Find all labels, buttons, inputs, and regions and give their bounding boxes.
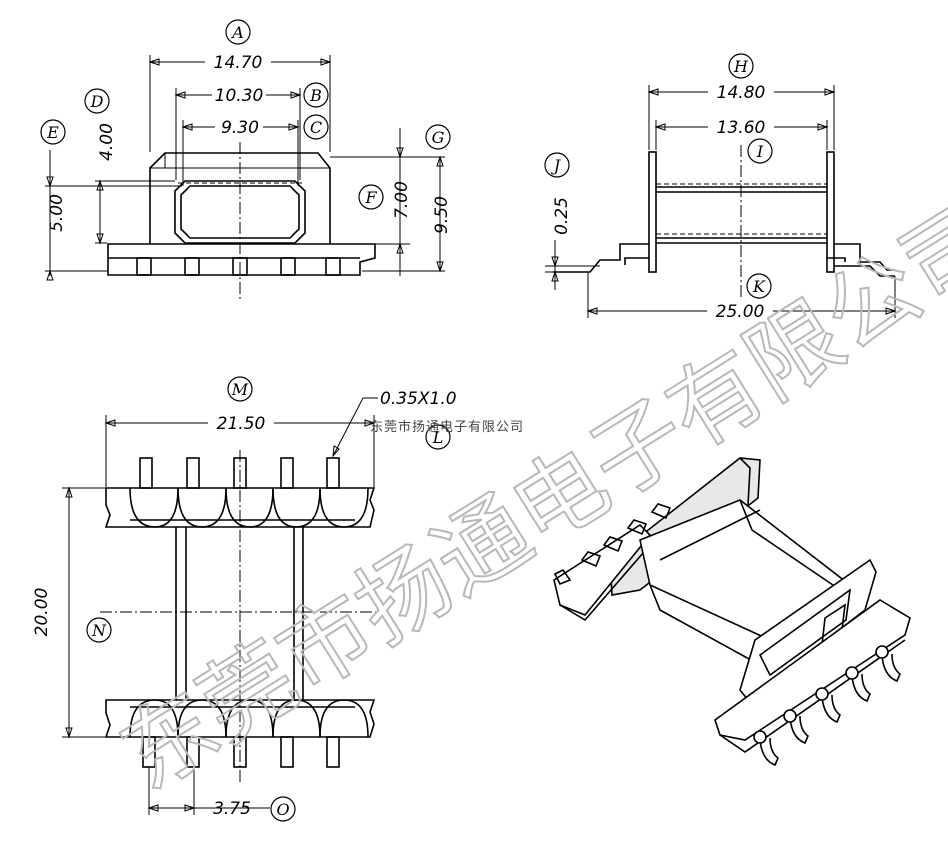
svg-text:K: K: [752, 277, 766, 296]
dim-N-text: 20.00: [32, 588, 52, 637]
dim-F-text: 7.00: [392, 181, 412, 219]
front-dimension-texts: 14.70 10.30 9.30 4.00 5.00 7.00 9.50: [47, 52, 452, 234]
svg-text:G: G: [432, 128, 445, 147]
callout-K: K: [746, 273, 772, 299]
svg-text:B: B: [309, 86, 322, 105]
watermark-small-text: 东莞市扬通电子有限公司: [370, 419, 524, 435]
svg-text:F: F: [364, 188, 377, 207]
callout-N: N: [86, 617, 112, 643]
dim-C-text: 9.30: [221, 118, 259, 138]
side-view: [545, 85, 897, 318]
dim-O-text: 3.75: [213, 799, 251, 819]
svg-text:O: O: [276, 800, 289, 819]
callout-labels: A B C D E F G H I J K L M N O: [40, 19, 773, 822]
top-dimension-texts: 21.50 0.35X1.0 20.00 3.75: [32, 389, 457, 819]
watermark-large-text: 东莞市扬通电子有限公司: [103, 184, 948, 811]
svg-text:J: J: [551, 156, 562, 175]
callout-E: E: [40, 119, 66, 145]
dim-I-text: 13.60: [717, 118, 766, 138]
svg-text:C: C: [310, 118, 322, 137]
callout-L: L: [425, 424, 451, 450]
dim-B-text: 10.30: [215, 86, 264, 106]
callout-F: F: [358, 184, 384, 210]
svg-text:A: A: [230, 23, 244, 42]
dim-L-text: 0.35X1.0: [380, 389, 457, 409]
dim-M-text: 21.50: [217, 414, 266, 434]
top-view: [62, 397, 380, 815]
callout-M: M: [227, 376, 253, 402]
dim-K-text: 25.00: [716, 302, 765, 322]
callout-J: J: [544, 152, 570, 178]
dim-J-text: 0.25: [552, 197, 572, 235]
dim-H-text: 14.80: [717, 83, 766, 103]
svg-text:N: N: [91, 621, 107, 640]
dim-G-text: 9.50: [432, 196, 452, 234]
dim-A-text: 14.70: [214, 53, 263, 73]
callout-H: H: [728, 53, 754, 79]
dim-D-text: 4.00: [97, 123, 117, 161]
callout-C: C: [303, 114, 329, 140]
side-dimension-texts: 14.80 13.60 25.00 0.25: [552, 82, 774, 322]
callout-B: B: [303, 82, 329, 108]
front-view: [45, 55, 445, 300]
svg-text:H: H: [733, 57, 749, 76]
dim-E-text: 5.00: [47, 194, 67, 232]
svg-text:L: L: [432, 428, 444, 447]
svg-text:D: D: [90, 92, 104, 111]
svg-text:M: M: [231, 380, 249, 399]
callout-O: O: [270, 796, 296, 822]
isometric-view: [553, 457, 911, 767]
svg-text:I: I: [756, 142, 764, 161]
callout-D: D: [84, 88, 110, 114]
callout-A: A: [225, 19, 251, 45]
callout-G: G: [425, 124, 451, 150]
watermark: 东莞市扬通电子有限公司 东莞市扬通电子有限公司: [102, 183, 948, 812]
callout-I: I: [747, 138, 773, 164]
svg-text:E: E: [46, 123, 59, 142]
